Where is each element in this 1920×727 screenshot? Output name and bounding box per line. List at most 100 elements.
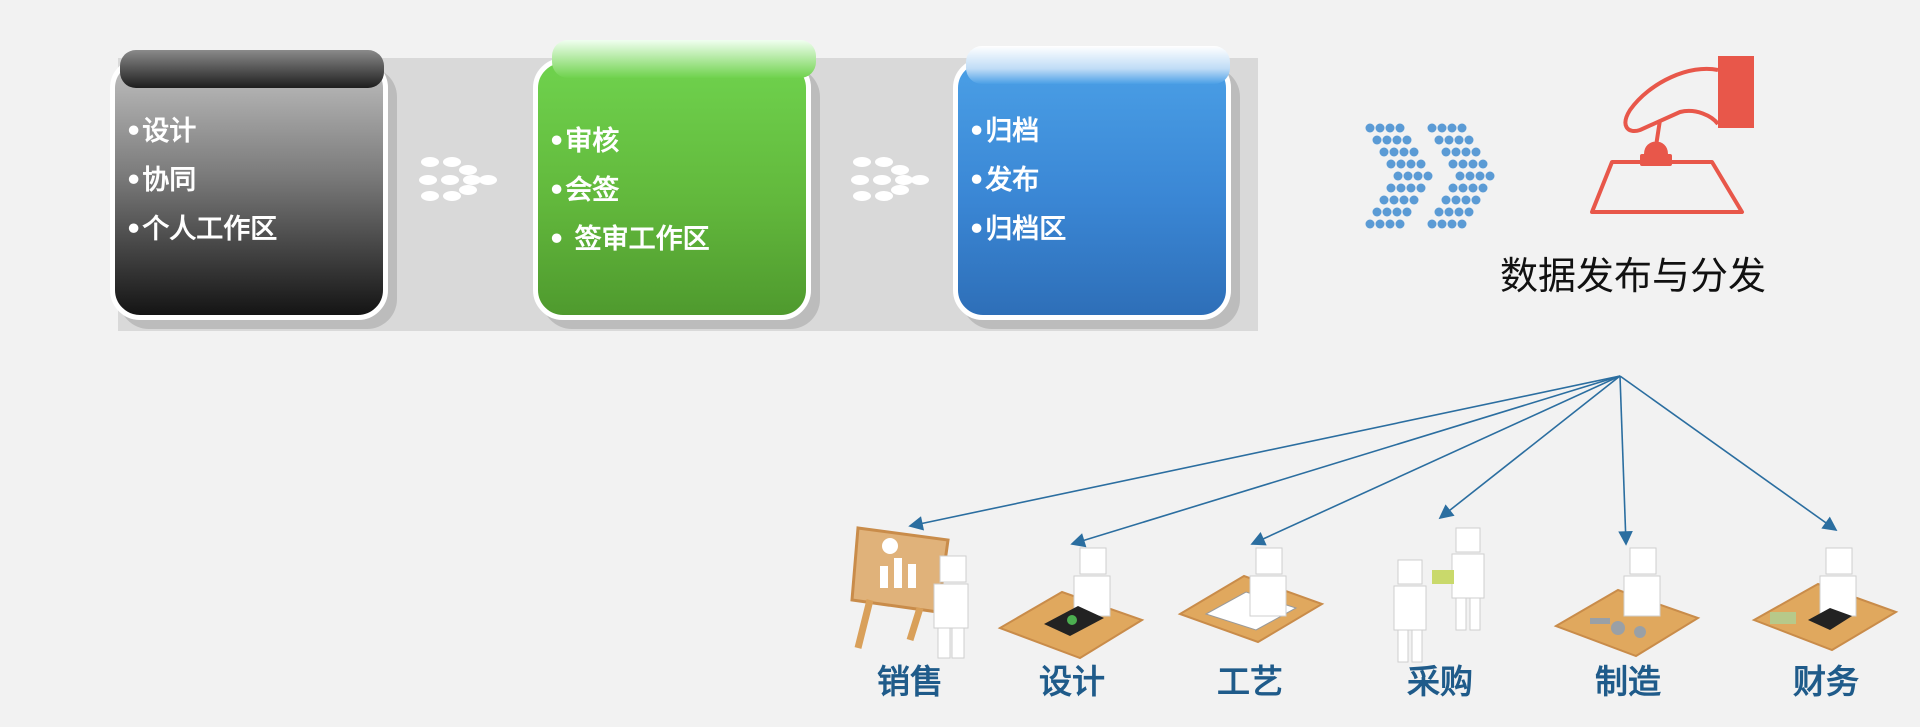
- tools-desk-icon: [1553, 547, 1701, 658]
- stage-card-review: •审核 •会签 • 签审工作区: [533, 58, 811, 320]
- chevron-dot: [1427, 219, 1437, 229]
- distribution-arrow: [1619, 375, 1837, 531]
- dept-label-design: 设计: [1039, 662, 1105, 701]
- stage-card-tab: [966, 46, 1230, 84]
- dept-label-sales: 销售: [877, 662, 943, 701]
- chevron-dot: [1382, 207, 1392, 217]
- arrow-head-icon: [1250, 532, 1267, 546]
- chevron-dot: [1454, 207, 1464, 217]
- arrow-head-icon: [1070, 533, 1087, 548]
- double-chevron-icon: [1365, 123, 1495, 229]
- chevron-dot: [1461, 147, 1471, 157]
- chevron-dot: [1375, 123, 1385, 133]
- chevron-dot: [1465, 171, 1475, 181]
- chevron-dot: [1406, 183, 1416, 193]
- chevron-dot: [1379, 195, 1389, 205]
- chevron-dot: [1447, 123, 1457, 133]
- dot-cluster-icon: [851, 157, 929, 201]
- chevron-dot: [1451, 195, 1461, 205]
- chevron-dot: [1468, 183, 1478, 193]
- chevron-dot: [1423, 171, 1433, 181]
- stage-item: •归档区: [968, 214, 1067, 245]
- arrow-head-icon: [908, 516, 925, 531]
- stage-item: •协同: [125, 165, 197, 196]
- distribution-title: 数据发布与分发: [1500, 254, 1767, 298]
- chevron-dot: [1372, 135, 1382, 145]
- distribution-arrows: [908, 375, 1838, 548]
- chevron-dot: [1468, 159, 1478, 169]
- chevron-dot: [1389, 195, 1399, 205]
- chevron-dot: [1464, 207, 1474, 217]
- chevron-dot: [1457, 219, 1467, 229]
- chevron-dot: [1382, 135, 1392, 145]
- stage-item: •审核: [548, 126, 620, 157]
- distribution-arrow: [1439, 375, 1621, 519]
- chevron-dot: [1406, 159, 1416, 169]
- distribution-arrow: [909, 375, 1621, 527]
- chevron-dot: [1464, 135, 1474, 145]
- chevron-dot: [1379, 147, 1389, 157]
- chevron-dot: [1458, 183, 1468, 193]
- stage-items: •审核 •会签 • 签审工作区: [548, 117, 710, 264]
- chevron-dot: [1386, 159, 1396, 169]
- chevron-dot: [1396, 159, 1406, 169]
- chevron-dot: [1399, 195, 1409, 205]
- chevron-dot: [1403, 171, 1413, 181]
- stage-items: •归档 •发布 •归档区: [968, 107, 1066, 254]
- stage-items: •设计 •协同 •个人工作区: [125, 107, 277, 254]
- chevron-dot: [1444, 135, 1454, 145]
- chevron-dot: [1416, 183, 1426, 193]
- chevron-dot: [1441, 195, 1451, 205]
- calculator-desk-icon: [1751, 547, 1899, 652]
- stage-item: •设计: [125, 116, 197, 147]
- chevron-dot: [1365, 219, 1375, 229]
- chevron-dot: [1385, 219, 1395, 229]
- chevron-dot: [1375, 219, 1385, 229]
- chevron-dot: [1402, 207, 1412, 217]
- chevron-dot: [1458, 159, 1468, 169]
- tablet-desk-icon: [997, 547, 1145, 660]
- chevron-dot: [1395, 219, 1405, 229]
- chevron-dot: [1392, 135, 1402, 145]
- chevron-dot: [1455, 171, 1465, 181]
- arrow-head-icon: [1821, 516, 1838, 532]
- chevron-dot: [1386, 183, 1396, 193]
- drafting-desk-icon: [1177, 547, 1325, 644]
- distribution-arrow: [1619, 375, 1627, 545]
- chevron-dot: [1437, 219, 1447, 229]
- chevron-dot: [1385, 123, 1395, 133]
- stage-card-design: •设计 •协同 •个人工作区: [110, 58, 388, 320]
- chevron-dot: [1454, 135, 1464, 145]
- presentation-person-icon: [850, 526, 969, 659]
- dept-label-process: 工艺: [1217, 662, 1283, 701]
- chevron-dot: [1427, 123, 1437, 133]
- chevron-dot: [1437, 123, 1447, 133]
- chevron-dot: [1478, 159, 1488, 169]
- chevron-dot: [1461, 195, 1471, 205]
- chevron-dot: [1396, 183, 1406, 193]
- dept-label-finance: 财务: [1793, 662, 1859, 701]
- chevron-dot: [1392, 207, 1402, 217]
- stage-item: •个人工作区: [125, 214, 278, 245]
- distribution-arrow: [1071, 375, 1621, 545]
- dot-cluster-icon: [419, 157, 497, 201]
- stamp-icon: [1590, 56, 1754, 214]
- chevron-dot: [1451, 147, 1461, 157]
- chevron-dot: [1471, 147, 1481, 157]
- chevron-dot: [1471, 195, 1481, 205]
- stage-item: •会签: [548, 175, 620, 206]
- arrow-head-icon: [1438, 504, 1455, 520]
- chevron-dot: [1389, 147, 1399, 157]
- stage-card-tab: [120, 50, 384, 88]
- handshake-icon: [1393, 527, 1485, 663]
- chevron-dot: [1434, 135, 1444, 145]
- stage-card-tab: [552, 40, 816, 78]
- chevron-dot: [1399, 147, 1409, 157]
- chevron-dot: [1448, 183, 1458, 193]
- chevron-dot: [1485, 171, 1495, 181]
- chevron-dot: [1447, 219, 1457, 229]
- chevron-dot: [1372, 207, 1382, 217]
- chevron-dot: [1395, 123, 1405, 133]
- chevron-dot: [1409, 147, 1419, 157]
